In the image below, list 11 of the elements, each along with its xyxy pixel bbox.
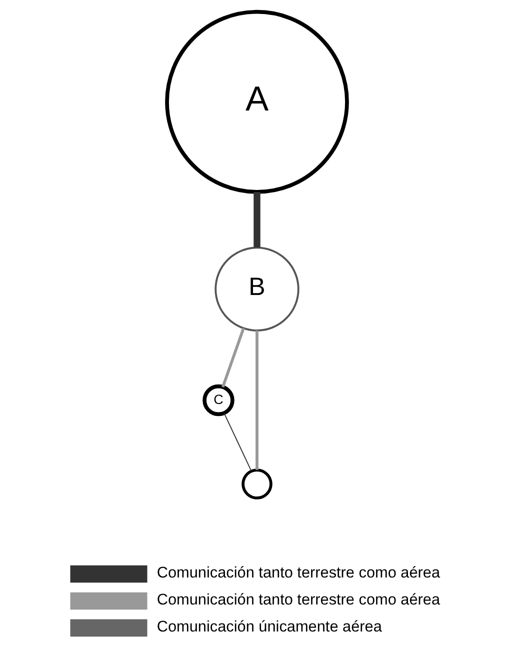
legend-label: Comunicación únicamente aérea [156,618,382,636]
node-circle: B [214,246,300,332]
legend-label: Comunicación tanto terrestre como aérea [156,592,440,609]
connector [221,328,245,388]
legend-label: Comunicación tanto terrestre como aérea [156,564,440,582]
connector [256,330,258,470]
connector [224,412,252,472]
node-circle: C [202,384,234,416]
connector [254,192,260,248]
node-circle [242,468,272,500]
node-circle: A [165,10,349,194]
